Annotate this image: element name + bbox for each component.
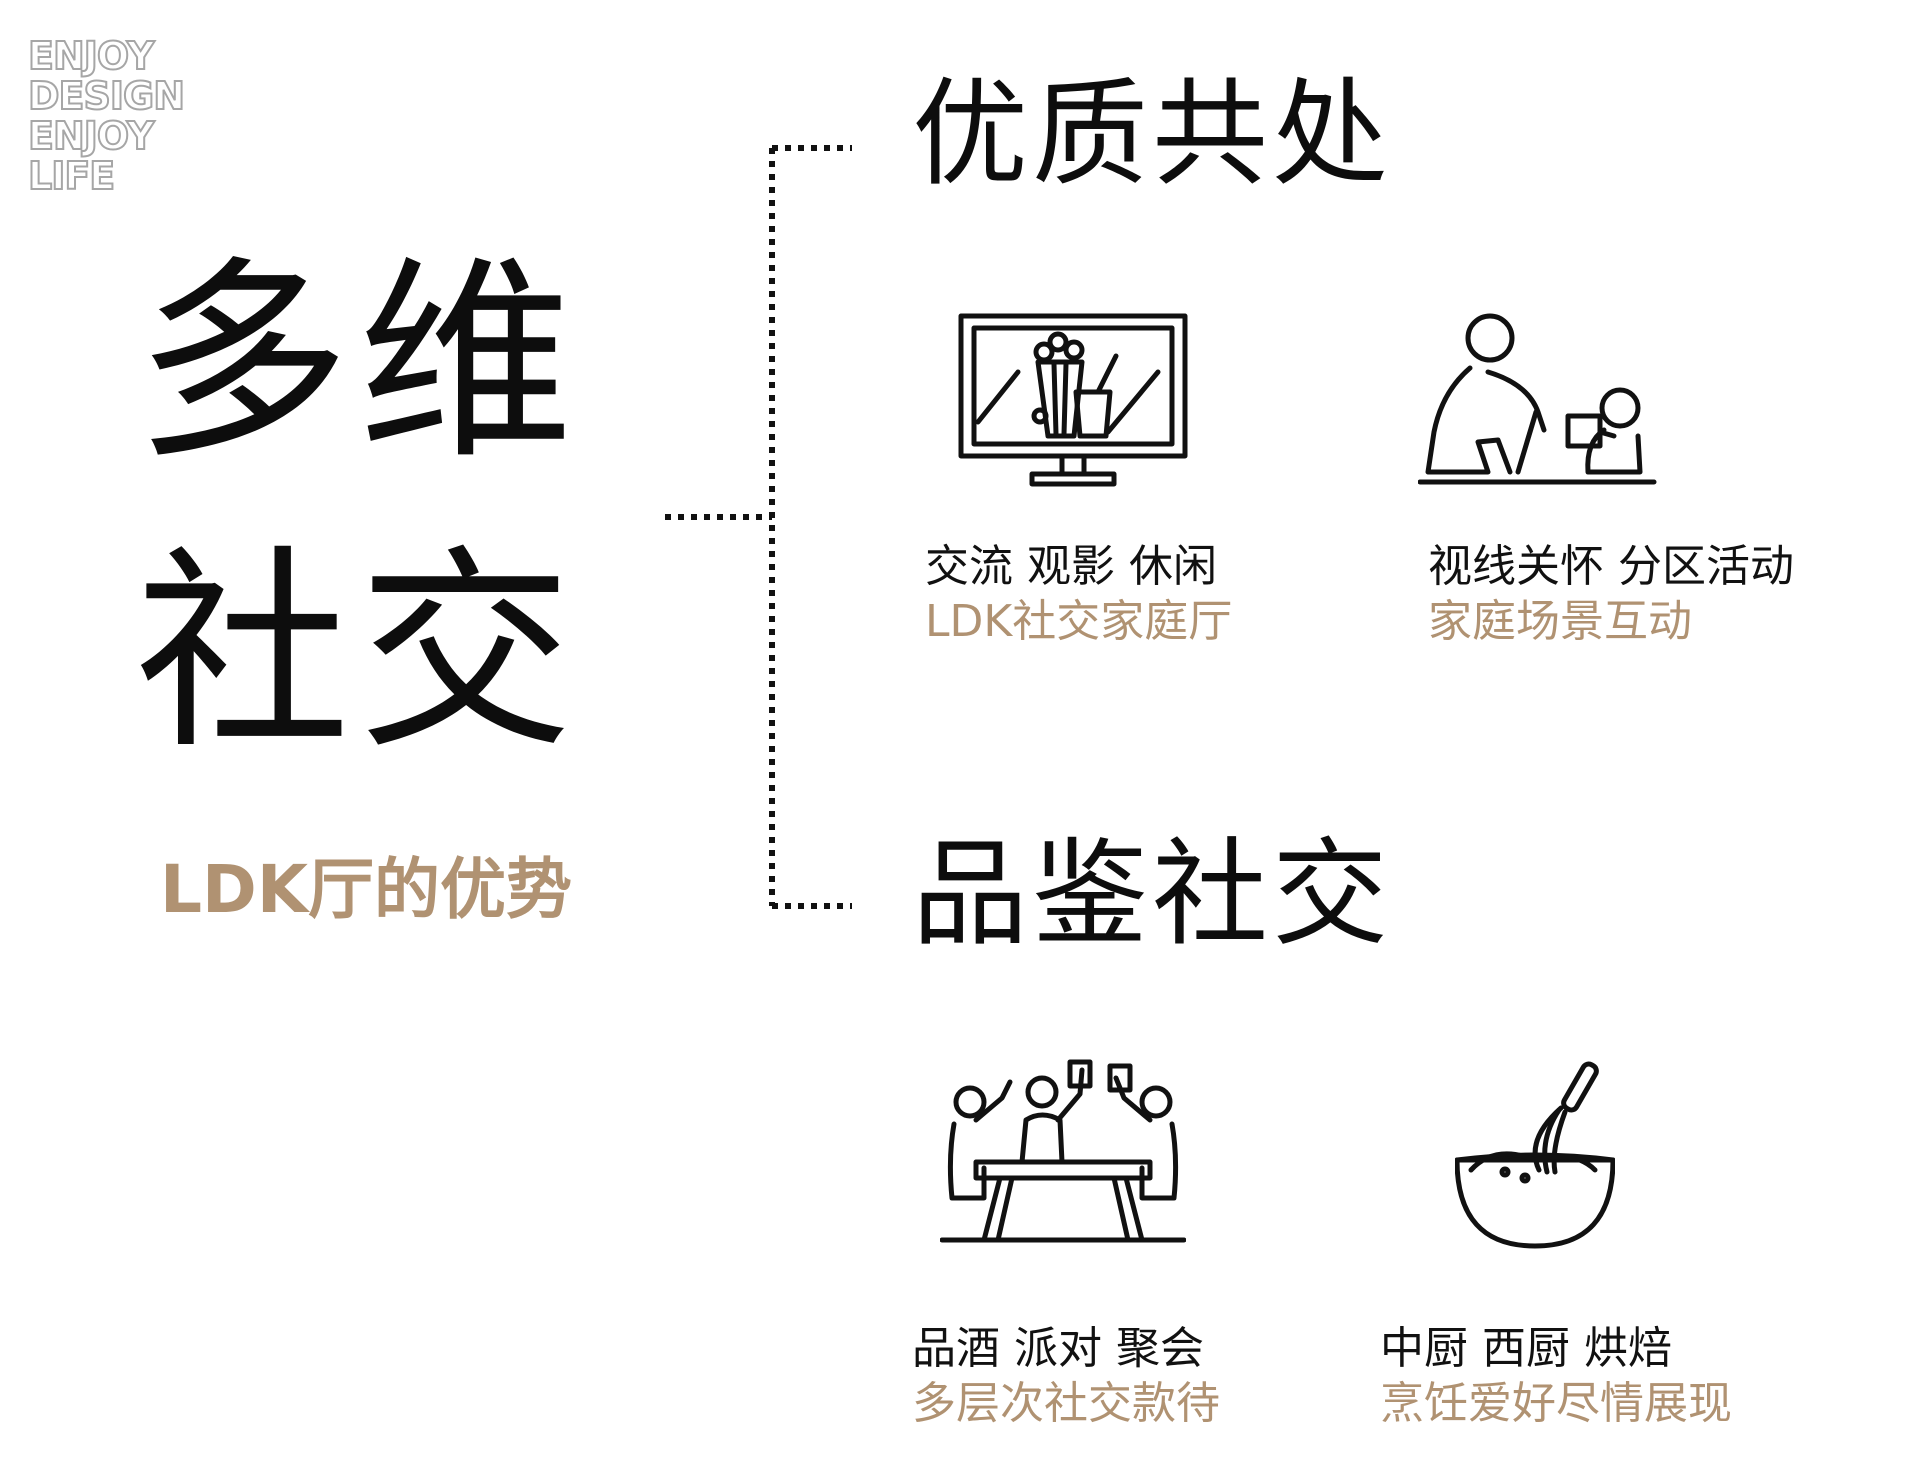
brand-logo: ENJOY DESIGN ENJOY LIFE <box>27 34 186 198</box>
feature-tags: 品酒 派对 聚会 <box>912 1323 1204 1374</box>
feature-desc: 烹饪爱好尽情展现 <box>1380 1378 1732 1429</box>
section-title-social-tasting: 品鉴社交 <box>912 827 1392 962</box>
logo-line: ENJOY <box>27 34 155 78</box>
tv-popcorn-icon <box>958 313 1188 487</box>
feature-desc: 家庭场景互动 <box>1428 596 1692 647</box>
feature-party: 品酒 派对 聚会 多层次社交款待 <box>912 1322 1220 1432</box>
main-title-line-2: 社交 <box>135 527 581 778</box>
logo-line: LIFE <box>27 154 116 198</box>
feature-cooking: 中厨 西厨 烘焙 烹饪爱好尽情展现 <box>1380 1322 1732 1432</box>
feature-tags: 中厨 西厨 烘焙 <box>1380 1323 1672 1374</box>
logo-line: ENJOY <box>27 114 155 158</box>
feature-family-interaction: 视线关怀 分区活动 家庭场景互动 <box>1428 540 1794 650</box>
main-title-line-1: 多维 <box>135 237 581 488</box>
feature-desc: 多层次社交款待 <box>912 1378 1220 1429</box>
main-subtitle: LDK厅的优势 <box>160 851 572 928</box>
parent-child-play-icon <box>1418 313 1657 485</box>
feature-lounge: 交流 观影 休闲 LDK社交家庭厅 <box>925 540 1232 650</box>
mixing-bowl-whisk-icon <box>1455 1061 1615 1249</box>
section-title-quality-time: 优质共处 <box>912 67 1392 202</box>
feature-tags: 交流 观影 休闲 <box>925 541 1217 592</box>
logo-line: DESIGN <box>27 74 186 118</box>
feature-tags: 视线关怀 分区活动 <box>1428 541 1794 592</box>
party-toast-icon <box>940 1059 1186 1243</box>
feature-desc: LDK社交家庭厅 <box>925 596 1233 647</box>
